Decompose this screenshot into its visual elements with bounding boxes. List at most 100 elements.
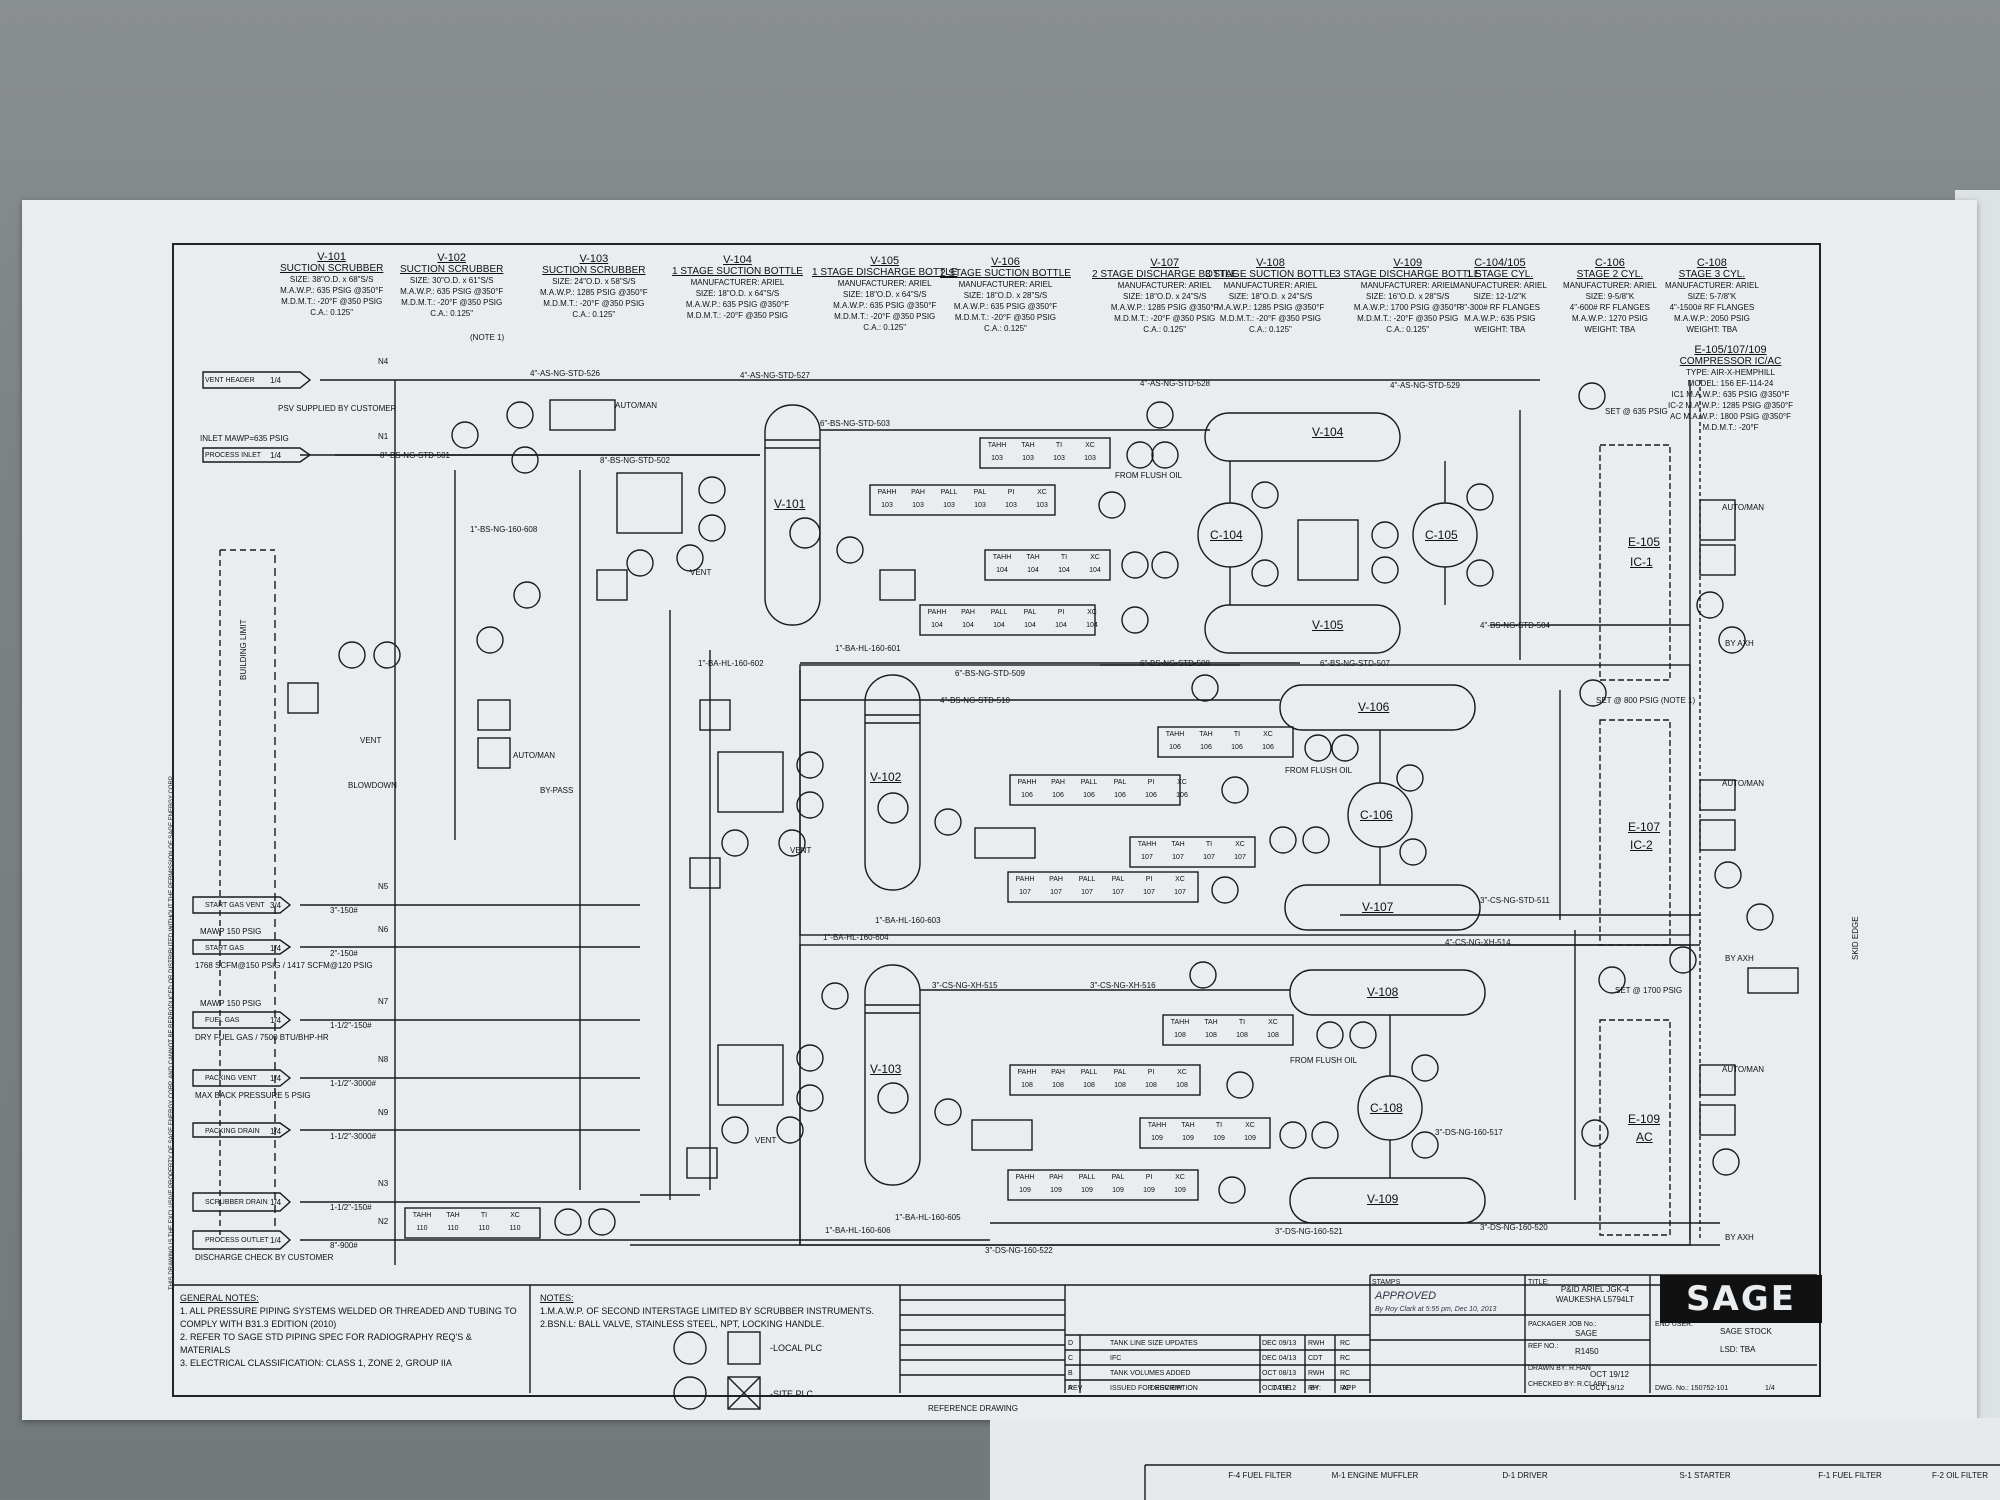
line-label: 6"-BS-NG-STD-503: [820, 419, 890, 428]
instrument-number: 103: [974, 502, 986, 509]
instrument-tag: PI: [1145, 876, 1153, 883]
instrument-tag: XC: [1235, 841, 1245, 848]
equipment-spec: M.A.W.P.: 1285 PSIG @350°F: [1216, 303, 1325, 312]
compressor-title: COMPRESSOR IC/AC: [1679, 356, 1782, 367]
instrument-tag: PAH: [1049, 1174, 1063, 1181]
instrument-number: 109: [1182, 1135, 1194, 1142]
equipment-title: 2 STAGE DISCHARGE BOTTLE: [1092, 269, 1238, 280]
pid-drawing-sheet: [22, 200, 1977, 1420]
compressor-c108: C-108: [1370, 1101, 1403, 1115]
approved-stamp: APPROVED: [1375, 1290, 1437, 1302]
instrument-tag: PAH: [1051, 779, 1065, 786]
flush-oil-label: FROM FLUSH OIL: [1285, 766, 1353, 775]
instrument-tag: TI: [1205, 841, 1213, 848]
instrument-tag: PAL: [973, 489, 987, 496]
equipment-spec: SIZE: 5-7/8"K: [1687, 292, 1737, 301]
rev-app: RC: [1340, 1355, 1351, 1362]
instrument-number: 109: [1081, 1187, 1093, 1194]
equipment-spec: M.D.M.T.: -20°F @350 PSIG: [1357, 314, 1459, 323]
equipment-title: SUCTION SCRUBBER: [400, 264, 504, 275]
checked-by: CHECKED BY: R.CLARK: [1528, 1381, 1608, 1388]
instrument-tag: TAH: [1171, 841, 1185, 848]
equipment-spec: M.A.W.P.: 2050 PSIG: [1673, 314, 1750, 323]
equipment-spec: SIZE: 18"O.D. x 24"S/S: [1228, 292, 1313, 301]
instrument-tag: TAHH: [412, 1212, 432, 1219]
inlet-line: 8"-900#: [330, 1241, 358, 1250]
compressor-spec: TYPE: AIR-X-HEMPHILL: [1686, 368, 1775, 377]
building-limit-label: BUILDING LIMIT: [239, 619, 248, 680]
equipment-spec: C.A.: 0.125": [1249, 325, 1292, 334]
inlet-node: N8: [378, 1055, 389, 1064]
equipment-spec: M.D.M.T.: -20°F @350 PSIG: [401, 298, 503, 307]
instrument-tag: PAL: [1111, 876, 1125, 883]
instrument-number: 107: [1172, 854, 1184, 861]
instrument-number: 103: [1005, 502, 1017, 509]
instrument-number: 103: [1084, 455, 1096, 462]
equipment-spec: MANUFACTURER: ARIEL: [1117, 281, 1212, 290]
instrument-number: 106: [1114, 792, 1126, 799]
instrument-tag: PAHH: [877, 489, 897, 496]
instrument-tag: PAH: [961, 609, 975, 616]
equipment-spec: MANUFACTURER: ARIEL: [690, 278, 785, 287]
rev-date: OCT 08/13: [1262, 1370, 1297, 1377]
inlet-label: PROCESS OUTLET: [205, 1237, 269, 1244]
cooler-ic1: IC-1: [1630, 555, 1653, 569]
rev-header: DESCRIPTION: [1150, 1385, 1198, 1392]
inlet-extra: DISCHARGE CHECK BY CUSTOMER: [195, 1253, 334, 1262]
equipment-spec: SIZE: 12-1/2"K: [1473, 292, 1527, 301]
inlet-label: PACKING DRAIN: [205, 1128, 260, 1135]
rev-date: OCT 19/12: [1262, 1385, 1297, 1392]
instrument-number: 108: [1145, 1082, 1157, 1089]
skid-edge-label: SKID EDGE: [1851, 916, 1860, 960]
by-axh-label: BY AXH: [1725, 1233, 1754, 1242]
line-label: 3"-CS-NG-STD-511: [1480, 896, 1550, 905]
equipment-spec: M.A.W.P.: 1270 PSIG: [1571, 314, 1648, 323]
ref-label: REF NO.:: [1528, 1343, 1559, 1350]
line-label: 1"-BA-HL-160-602: [698, 659, 764, 668]
general-notes: GENERAL NOTES: 1. ALL PRESSURE PIPING SY…: [180, 1292, 520, 1370]
equipment-spec: MANUFACTURER: ARIEL: [1665, 281, 1759, 290]
instrument-number: 107: [1203, 854, 1215, 861]
equipment-spec: SIZE: 18"O.D. x 24"S/S: [1122, 292, 1207, 301]
ownership-notice: THIS DRAWING IS THE EXCLUSIVE PROPERTY O…: [169, 775, 175, 1290]
inlet-label: PROCESS INLET: [205, 452, 262, 459]
instrument-number: 109: [1244, 1135, 1256, 1142]
inlet-node: N7: [378, 997, 389, 1006]
equipment-title: 3 STAGE DISCHARGE BOTTLE: [1335, 269, 1481, 280]
instrument-tag: PAHH: [927, 609, 947, 616]
equipment-spec: SIZE: 18"O.D. x 64"S/S: [695, 289, 780, 298]
line-label: 4"-BS-NG-STD-504: [1480, 621, 1550, 630]
compressor-c106: C-106: [1360, 808, 1393, 822]
set-note: SET @ 1700 PSIG: [1615, 986, 1683, 995]
inlet-extra: 1768 SCFM@150 PSIG / 1417 SCFM@120 PSIG: [195, 961, 373, 970]
packager-value: SAGE: [1575, 1329, 1598, 1338]
psv-customer-note: PSV SUPPLIED BY CUSTOMER: [278, 404, 397, 413]
instrument-number: 107: [1081, 889, 1093, 896]
instrument-tag: TI: [1238, 1019, 1246, 1026]
general-note-item: 1. ALL PRESSURE PIPING SYSTEMS WELDED OR…: [180, 1306, 517, 1329]
equipment-spec: M.A.W.P.: 1285 PSIG @350°F: [1110, 303, 1219, 312]
equipment-spec: M.A.W.P.: 635 PSIG: [1464, 314, 1536, 323]
equipment-spec: C.A.: 0.125": [863, 323, 907, 332]
instrument-tag: XC: [1175, 876, 1185, 883]
cooler-ac: AC: [1636, 1130, 1653, 1144]
equipment-spec: M.D.M.T.: -20°F @350 PSIG: [1114, 314, 1216, 323]
inlet-line: 1-1/2"-150#: [330, 1021, 372, 1030]
bottom-sheet-equipment-label: F-1 FUEL FILTER: [1818, 1471, 1882, 1480]
line-label: 3"-DS-NG-160-520: [1480, 1223, 1548, 1232]
line-label: 8"-BS-NG-STD-502: [600, 456, 670, 465]
instrument-tag: XC: [1177, 779, 1187, 786]
inlet-node: N4: [378, 357, 389, 366]
instrument-tag: TI: [1060, 554, 1068, 561]
instrument-tag: PALL: [990, 609, 1008, 616]
rev-description: IFC: [1110, 1355, 1122, 1362]
bottom-sheet-equipment-label: F-2 OIL FILTER: [1931, 1471, 1988, 1480]
line-label: 1"-BA-HL-160-601: [835, 644, 901, 653]
equipment-tag: V-105: [870, 255, 900, 267]
instrument-number: 108: [1083, 1082, 1095, 1089]
equipment-spec: 8"-300# RF FLANGES: [1459, 303, 1540, 312]
instrument-tag: PAL: [1023, 609, 1037, 616]
